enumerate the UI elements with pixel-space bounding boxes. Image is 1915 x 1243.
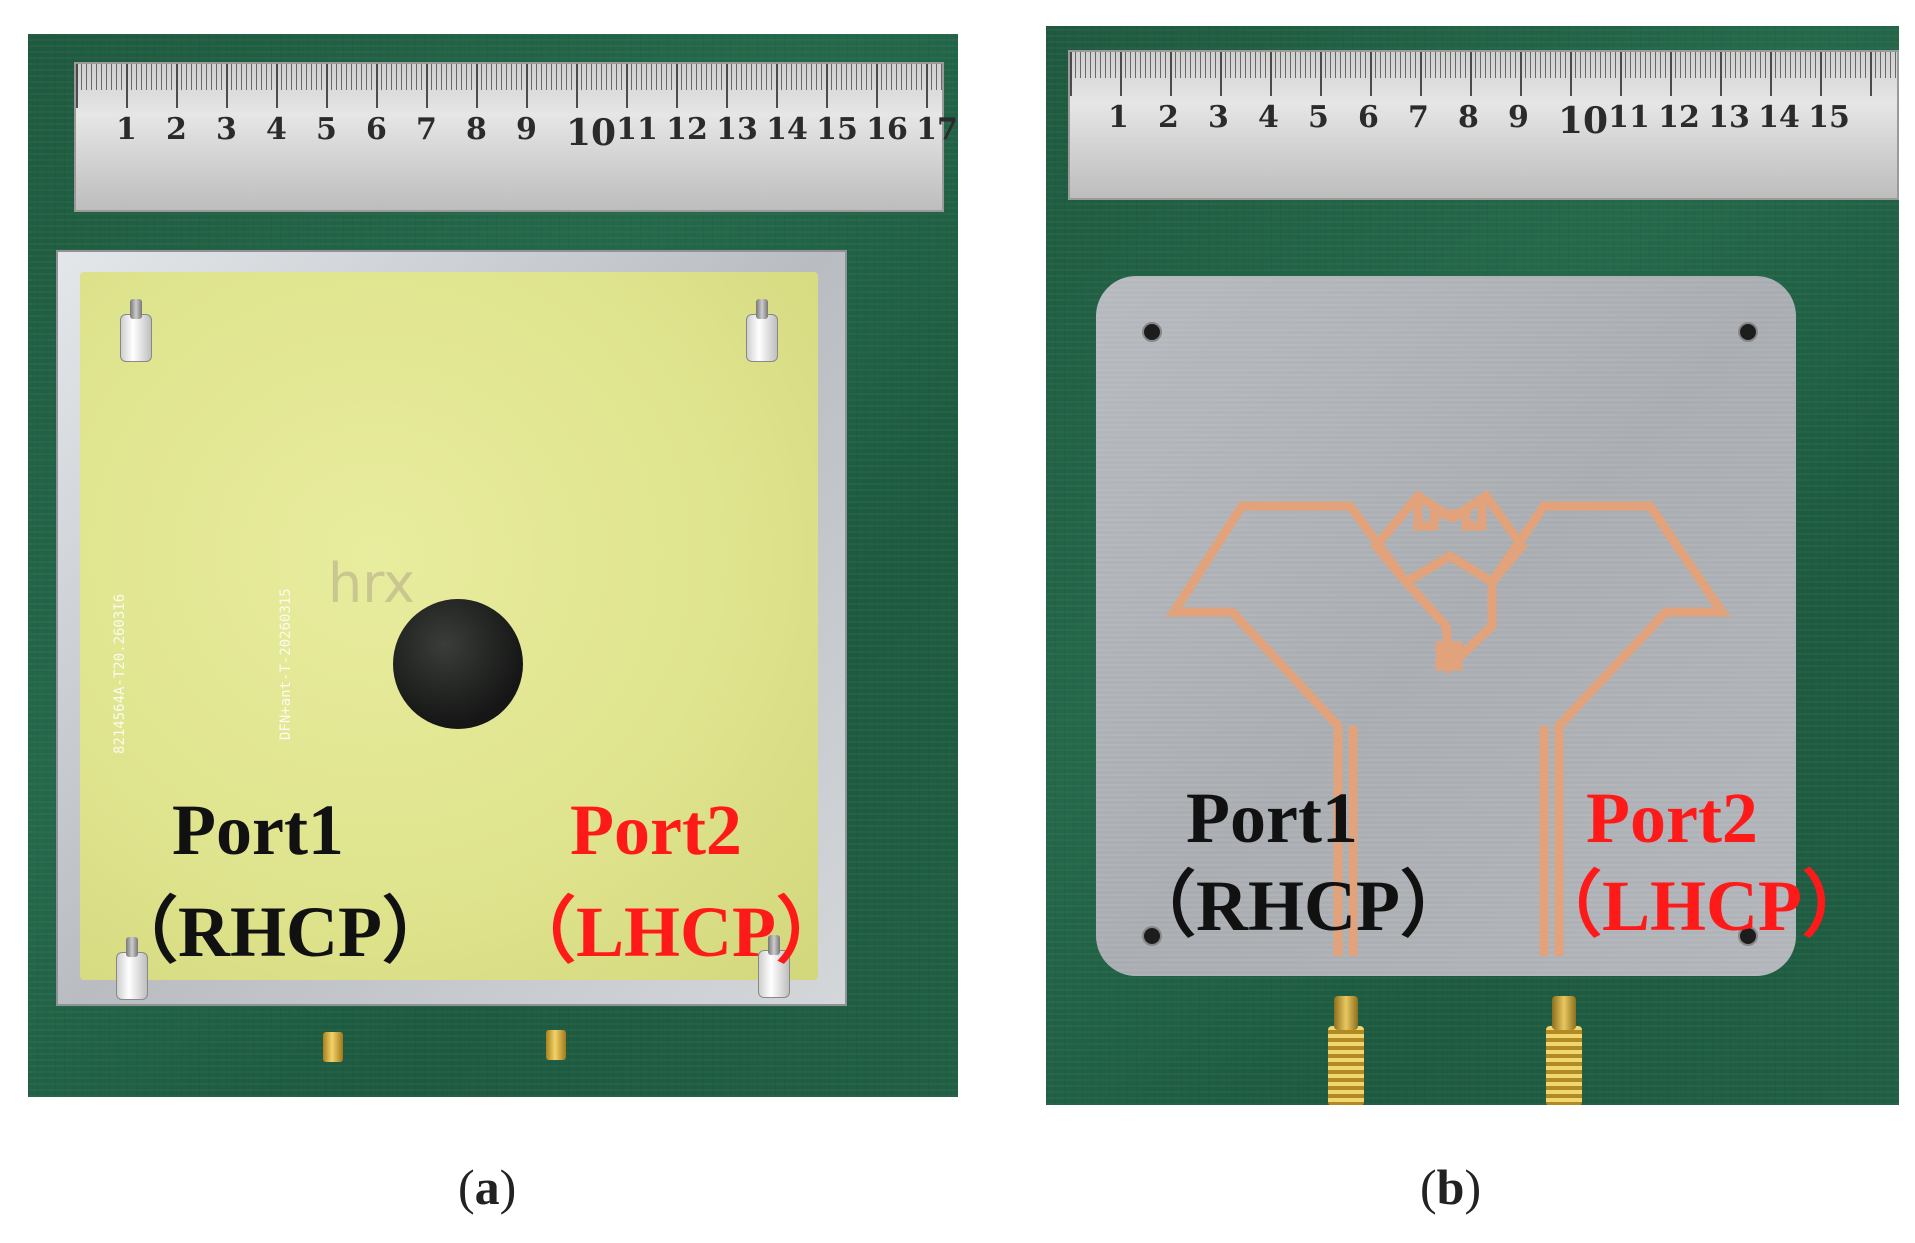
ruler-number: 15 <box>1808 100 1850 135</box>
mounting-hole <box>1738 322 1758 342</box>
port1-polarization-a: （RHCP） <box>106 892 454 972</box>
sma-connector-1 <box>323 1032 343 1062</box>
ruler-number: 14 <box>766 112 808 147</box>
center-black-dot <box>393 599 523 729</box>
ghost-board-text: hrx <box>328 552 415 615</box>
ruler-number: 11 <box>616 112 658 147</box>
port2-label-b: Port2 <box>1586 778 1758 858</box>
ruler-number: 2 <box>1158 100 1179 135</box>
caption-letter-a: a <box>474 1159 500 1215</box>
ruler-number: 3 <box>1208 100 1229 135</box>
ruler-number: 15 <box>816 112 858 147</box>
caption-open-paren: ( <box>458 1159 475 1215</box>
caption-letter-b: b <box>1436 1159 1465 1215</box>
caption-close-paren: ) <box>499 1159 517 1215</box>
left-trace <box>1165 501 1410 956</box>
port1-label-b: Port1 <box>1186 778 1358 858</box>
ruler-number: 13 <box>716 112 758 147</box>
ruler-number: 4 <box>266 112 287 147</box>
port1-polarization-b: （RHCP） <box>1124 866 1472 946</box>
board-serial-text: 8214564A-T20.2603I6 <box>112 593 128 754</box>
ruler-ticks <box>1070 52 1897 96</box>
ruler-numbers-b: 1 2 3 4 5 6 7 8 9 10 11 12 13 14 15 <box>1108 100 1897 142</box>
standoff-top-left <box>120 299 152 362</box>
ruler-numbers-a: 1 2 3 4 5 6 7 8 9 10 11 12 13 14 15 16 1… <box>116 112 958 154</box>
ruler-number: 5 <box>316 112 337 147</box>
caption-b: (b) <box>1420 1162 1481 1212</box>
ruler-number: 12 <box>666 112 708 147</box>
ruler-a: 1 2 3 4 5 6 7 8 9 10 11 12 13 14 15 16 1… <box>74 62 958 212</box>
ruler-number: 1 <box>116 112 137 147</box>
mounting-hole <box>1142 322 1162 342</box>
standoff-bottom-left <box>116 937 148 1000</box>
caption-open-paren: ( <box>1420 1159 1437 1215</box>
ruler-number: 10 <box>1558 100 1609 142</box>
right-trace <box>1488 501 1731 956</box>
ruler-number: 13 <box>1708 100 1750 135</box>
ruler-number: 6 <box>1358 100 1379 135</box>
ruler-number: 10 <box>566 112 617 154</box>
ruler-number: 2 <box>166 112 187 147</box>
mounting-hole <box>1142 926 1162 946</box>
caption-close-paren: ) <box>1464 1159 1482 1215</box>
ruler-number: 11 <box>1608 100 1650 135</box>
ruler-number: 17 <box>916 112 958 147</box>
ruler-number: 7 <box>1408 100 1429 135</box>
ruler-b: 1 2 3 4 5 6 7 8 9 10 11 12 13 14 15 <box>1068 50 1899 200</box>
ruler-number: 16 <box>866 112 908 147</box>
ruler-number: 5 <box>1308 100 1329 135</box>
ruler-number: 3 <box>216 112 237 147</box>
ruler-number: 9 <box>1508 100 1529 135</box>
standoff-top-right <box>746 299 778 362</box>
standoff-bottom-right <box>758 935 790 998</box>
ruler-number: 14 <box>1758 100 1800 135</box>
ruler-number: 8 <box>1458 100 1479 135</box>
photo-panel-a: 1 2 3 4 5 6 7 8 9 10 11 12 13 14 15 16 1… <box>28 34 958 1097</box>
caption-a: (a) <box>458 1162 516 1212</box>
ruler-number: 6 <box>366 112 387 147</box>
ruler-ticks <box>76 64 942 108</box>
port2-polarization-b: （LHCP） <box>1530 866 1875 946</box>
port2-polarization-a: （LHCP） <box>504 892 849 972</box>
port2-label-a: Port2 <box>570 790 742 870</box>
sma-connector-2 <box>1546 996 1582 1105</box>
ruler-number: 4 <box>1258 100 1279 135</box>
ruler-number: 7 <box>416 112 437 147</box>
ruler-number: 1 <box>1108 100 1129 135</box>
sma-connector-2 <box>546 1030 566 1060</box>
ruler-number: 12 <box>1658 100 1700 135</box>
board-label-text: DFN+ant-T-20260315 <box>278 588 294 740</box>
copper-feed-network <box>1165 489 1731 956</box>
photo-panel-b: 1 2 3 4 5 6 7 8 9 10 11 12 13 14 15 <box>1046 26 1899 1105</box>
port1-label-a: Port1 <box>172 790 344 870</box>
mounting-hole <box>1738 926 1758 946</box>
ruler-number: 9 <box>516 112 537 147</box>
sma-connector-1 <box>1328 996 1364 1105</box>
ruler-number: 8 <box>466 112 487 147</box>
